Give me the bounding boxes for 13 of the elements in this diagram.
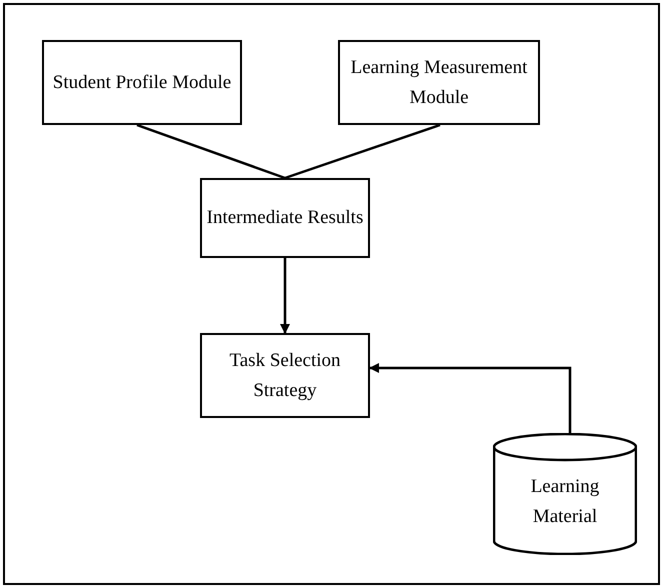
connector-line — [369, 363, 572, 433]
connector-line — [280, 258, 290, 334]
connector-line — [284, 124, 440, 180]
process-box — [42, 40, 242, 125]
process-box — [338, 40, 540, 125]
connector-line — [136, 124, 286, 180]
process-box — [200, 178, 370, 258]
node-label: Learning Material — [530, 475, 600, 529]
process-box — [200, 333, 370, 418]
node-label: Student Profile Module — [52, 70, 232, 94]
node-label: Learning Measurement Module — [350, 56, 528, 110]
node-label: Intermediate Results — [206, 206, 364, 230]
node-label: Task Selection Strategy — [228, 348, 342, 402]
